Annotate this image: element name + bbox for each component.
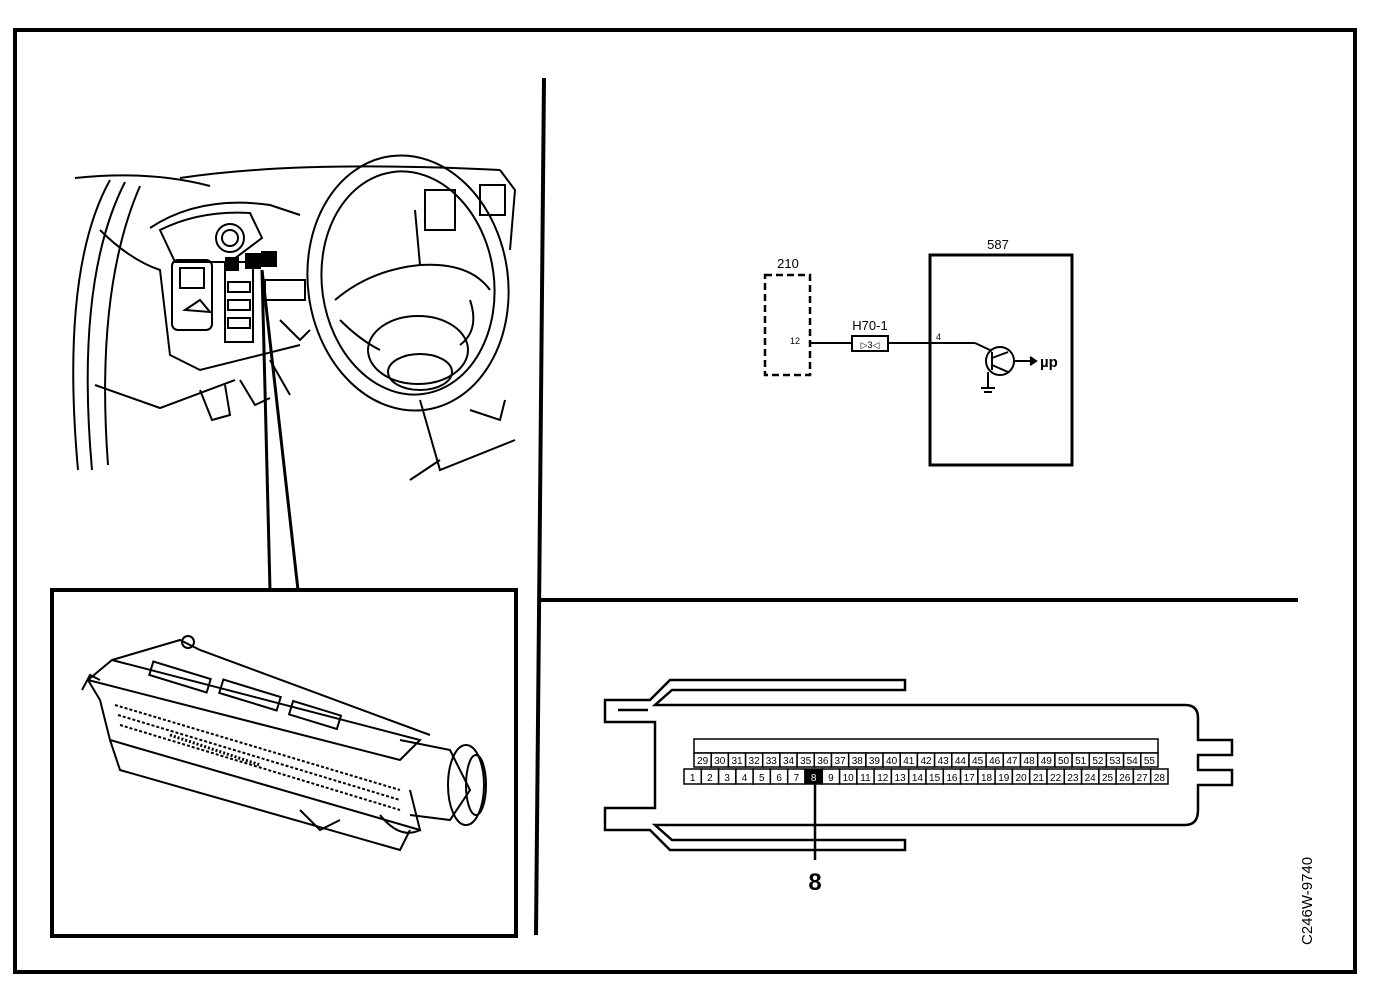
pin-cell-28 bbox=[1149, 768, 1169, 785]
pin-number-31: 31 bbox=[731, 756, 743, 767]
pin-number-35: 35 bbox=[800, 756, 812, 767]
pin-number-41: 41 bbox=[903, 756, 915, 767]
pin-number-34: 34 bbox=[783, 756, 795, 767]
control-unit-connector-illustration bbox=[81, 635, 487, 852]
pin-number-24: 24 bbox=[1085, 773, 1097, 784]
connector-h70-1 bbox=[851, 335, 889, 352]
pin-number-47: 47 bbox=[1006, 756, 1018, 767]
inset-pointer-left bbox=[260, 269, 272, 591]
pin-number-12: 12 bbox=[877, 773, 889, 784]
component-210-box bbox=[763, 273, 812, 377]
pin-number-53: 53 bbox=[1109, 756, 1121, 767]
connector-face-outline bbox=[603, 678, 1234, 852]
pin-number-15: 15 bbox=[929, 773, 941, 784]
pin-number-55: 55 bbox=[1144, 756, 1156, 767]
pin-number-17: 17 bbox=[964, 773, 976, 784]
component-210-label: 210 bbox=[777, 256, 799, 271]
pin-number-37: 37 bbox=[835, 756, 847, 767]
pin-number-52: 52 bbox=[1092, 756, 1104, 767]
component-587-box bbox=[928, 253, 1074, 467]
component-210-pin: 12 bbox=[790, 336, 800, 346]
pin-number-45: 45 bbox=[972, 756, 984, 767]
connector-h70-1-label: H70-1 bbox=[852, 318, 887, 333]
pin-number-42: 42 bbox=[920, 756, 932, 767]
schematic-diagram: 210 12 ▷3◁ H70-1 587 4 µp bbox=[763, 237, 1074, 467]
pin-number-30: 30 bbox=[714, 756, 726, 767]
pin-number-20: 20 bbox=[1016, 773, 1028, 784]
pin-number-22: 22 bbox=[1050, 773, 1062, 784]
pin-number-16: 16 bbox=[946, 773, 958, 784]
pin-number-26: 26 bbox=[1119, 773, 1131, 784]
pin-number-9: 9 bbox=[828, 773, 834, 784]
pin-number-44: 44 bbox=[955, 756, 967, 767]
pin-number-40: 40 bbox=[886, 756, 898, 767]
pin-number-49: 49 bbox=[1041, 756, 1053, 767]
pin-number-51: 51 bbox=[1075, 756, 1087, 767]
inset-pointer-right bbox=[260, 269, 300, 591]
microprocessor-label: µp bbox=[1040, 354, 1058, 371]
pin-number-32: 32 bbox=[749, 756, 761, 767]
pin-number-46: 46 bbox=[989, 756, 1001, 767]
pin-number-48: 48 bbox=[1024, 756, 1036, 767]
pin-number-5: 5 bbox=[759, 773, 765, 784]
component-587-label: 587 bbox=[987, 237, 1009, 252]
vertical-divider bbox=[534, 77, 546, 936]
pin-number-54: 54 bbox=[1127, 756, 1139, 767]
pin-number-21: 21 bbox=[1033, 773, 1045, 784]
pin-cell-55 bbox=[1140, 752, 1159, 768]
pin-number-50: 50 bbox=[1058, 756, 1070, 767]
pin-number-14: 14 bbox=[912, 773, 924, 784]
pin-number-13: 13 bbox=[895, 773, 907, 784]
control-unit-inset-frame bbox=[50, 588, 518, 938]
pin-number-38: 38 bbox=[852, 756, 864, 767]
pin-number-36: 36 bbox=[817, 756, 829, 767]
pin-number-10: 10 bbox=[843, 773, 855, 784]
pin-number-25: 25 bbox=[1102, 773, 1114, 784]
pin-number-6: 6 bbox=[776, 773, 782, 784]
pin-number-39: 39 bbox=[869, 756, 881, 767]
pin-8-callout-label: 8 bbox=[808, 869, 821, 896]
pin-number-2: 2 bbox=[707, 773, 713, 784]
pin-number-19: 19 bbox=[998, 773, 1010, 784]
pin-number-23: 23 bbox=[1067, 773, 1079, 784]
pin-number-43: 43 bbox=[938, 756, 950, 767]
pin-number-1: 1 bbox=[690, 773, 696, 784]
outer-frame bbox=[13, 28, 1357, 974]
pin-number-4: 4 bbox=[742, 773, 748, 784]
pin-number-33: 33 bbox=[766, 756, 778, 767]
transistor-symbol bbox=[974, 342, 1038, 393]
pin-number-3: 3 bbox=[724, 773, 730, 784]
pin-number-28: 28 bbox=[1154, 773, 1166, 784]
figure-code: C246W-9740 bbox=[1299, 857, 1316, 945]
component-587-pin: 4 bbox=[936, 332, 941, 342]
pin-number-7: 7 bbox=[794, 773, 800, 784]
pin-number-27: 27 bbox=[1137, 773, 1149, 784]
connector-h70-1-pins: ▷3◁ bbox=[861, 340, 880, 350]
dashboard-location-illustration bbox=[72, 154, 517, 481]
pin-row-header bbox=[693, 738, 1159, 754]
pin-number-18: 18 bbox=[981, 773, 993, 784]
pin-number-11: 11 bbox=[860, 773, 871, 784]
pin-number-8: 8 bbox=[811, 773, 817, 784]
pin-number-29: 29 bbox=[697, 756, 709, 767]
